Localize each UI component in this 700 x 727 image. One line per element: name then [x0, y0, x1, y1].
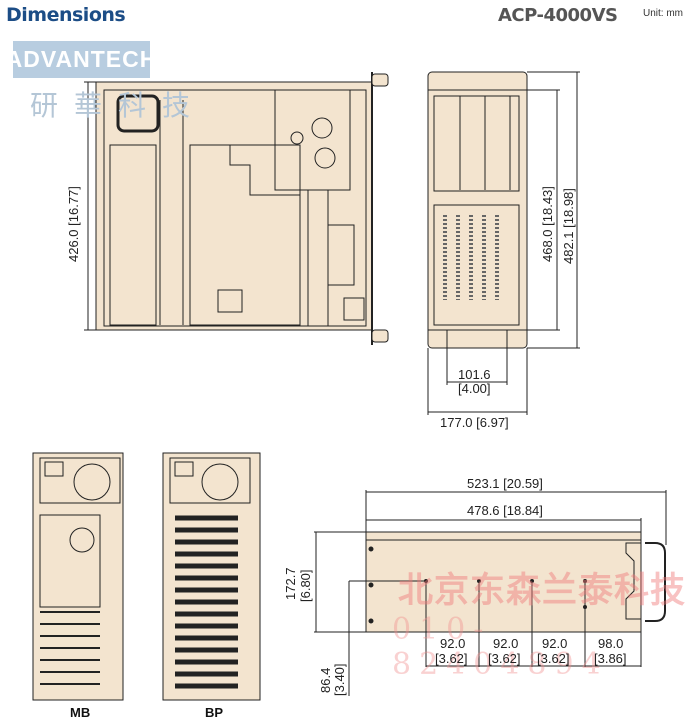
unit-label: Unit: mm: [643, 8, 683, 19]
side-height-dimension: 172.7: [283, 567, 298, 600]
front-outer-width-dimension: 177.0 [6.97]: [440, 415, 509, 430]
advantech-logo: ADVANTECH: [6, 41, 156, 78]
body-length-dimension: 478.6 [18.84]: [467, 503, 543, 518]
overall-length-dimension: 523.1 [20.59]: [467, 476, 543, 491]
depth-dimension: 426.0 [16.77]: [66, 186, 81, 262]
rear-view-bp-label: BP: [205, 705, 224, 720]
rear-view-mb-label: MB: [70, 705, 91, 720]
front-inner-width-dimension: 101.6: [458, 367, 491, 382]
rear-view-mb: [32, 452, 124, 701]
spacing-2-in: [3.62]: [488, 651, 521, 666]
page-title: Dimensions: [6, 4, 126, 26]
logo-chinese-text: 研華科技: [30, 90, 207, 121]
front-outer-height-dimension: 482.1 [18.98]: [561, 188, 576, 264]
spacing-3: 92.0: [542, 636, 568, 651]
top-view: [84, 72, 389, 345]
hole-height-dimension: 86.4: [318, 667, 333, 693]
side-view: [314, 490, 667, 696]
spacing-4: 98.0: [598, 636, 624, 651]
phone-watermark: 010-82404894: [392, 612, 609, 682]
spacing-1: 92.0: [440, 636, 466, 651]
spacing-1-in: [3.62]: [435, 651, 468, 666]
front-view: [427, 71, 580, 415]
spacing-4-in: [3.86]: [594, 651, 627, 666]
spacing-3-in: [3.62]: [537, 651, 570, 666]
model-name: ACP-4000VS: [498, 5, 618, 26]
side-height-in: [6.80]: [298, 569, 313, 602]
hole-height-in: [3.40]: [332, 663, 347, 696]
front-inner-height-dimension: 468.0 [18.43]: [540, 186, 555, 262]
spacing-2: 92.0: [493, 636, 519, 651]
dealer-watermark: 北京东森兰泰科技: [398, 571, 687, 610]
front-inner-width-in: [4.00]: [458, 381, 491, 396]
rear-view-bp: [162, 452, 261, 701]
